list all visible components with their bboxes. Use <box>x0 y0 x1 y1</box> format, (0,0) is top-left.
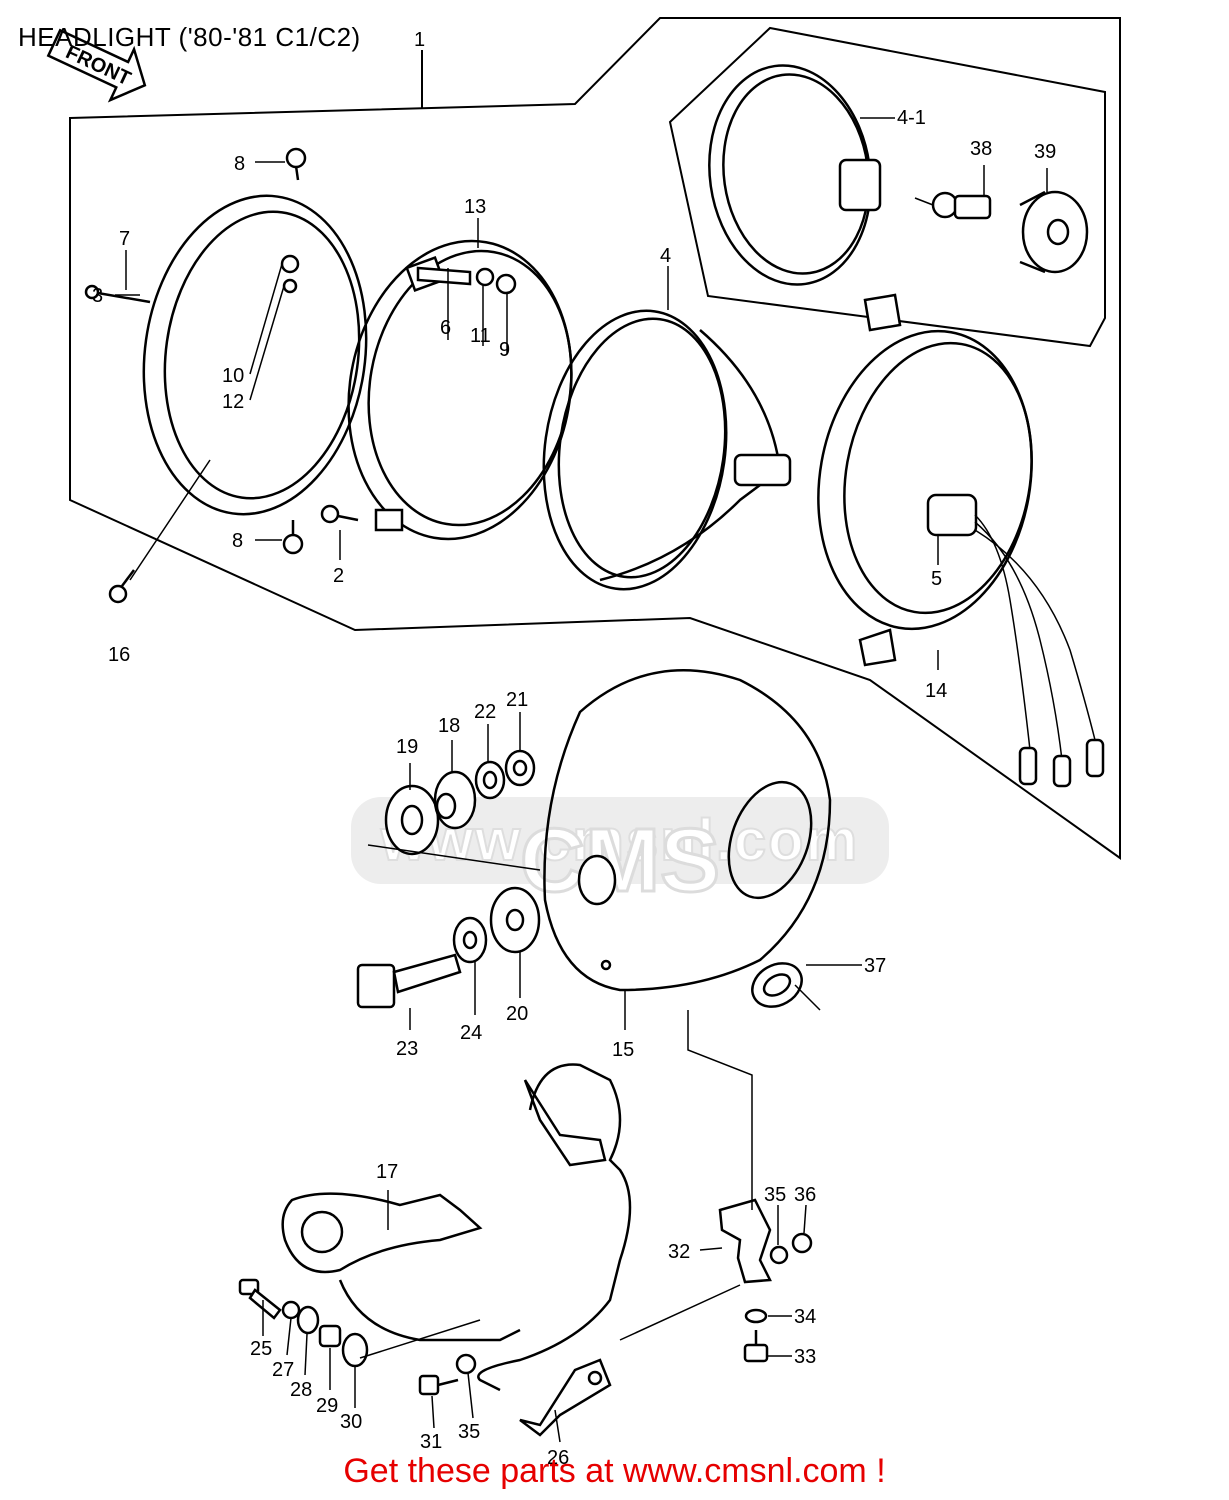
screw-2 <box>320 504 359 524</box>
label-24: 24 <box>460 1022 482 1044</box>
bulb-subassembly-outline <box>668 26 1106 348</box>
nut-10 <box>280 254 300 274</box>
rim-ring <box>142 194 368 516</box>
label-6: 6 <box>440 317 451 339</box>
label-36: 36 <box>794 1184 816 1206</box>
label-39: 39 <box>1034 141 1056 163</box>
label-29: 29 <box>316 1395 338 1417</box>
label-19: 19 <box>396 736 418 758</box>
bulb-cap <box>1019 190 1089 274</box>
washer-27 <box>281 1300 301 1320</box>
label-15: 15 <box>612 1039 634 1061</box>
adjusting-spring <box>416 266 472 286</box>
washer-11 <box>475 267 495 287</box>
headlight-shell <box>543 669 832 992</box>
label-27: 27 <box>272 1359 294 1381</box>
label-10: 10 <box>222 365 244 387</box>
grommet-20 <box>489 886 541 954</box>
label-38: 38 <box>970 138 992 160</box>
washer-22 <box>474 760 506 800</box>
label-22: 22 <box>474 701 496 723</box>
screw-8-bottom <box>282 520 304 555</box>
label-1: 1 <box>414 29 425 51</box>
label-9: 9 <box>499 339 510 361</box>
page-title: HEADLIGHT ('80-'81 C1/C2) <box>18 22 361 52</box>
label-23: 23 <box>396 1038 418 1060</box>
label-20: 20 <box>506 1003 528 1025</box>
label-37: 37 <box>864 955 886 977</box>
label-32: 32 <box>668 1241 690 1263</box>
label-35-bottom: 35 <box>458 1421 480 1443</box>
reflector-unit <box>708 64 882 286</box>
nut-36 <box>791 1232 813 1254</box>
label-8-top: 8 <box>234 153 245 175</box>
label-4: 4 <box>660 245 671 267</box>
label-17: 17 <box>376 1161 398 1183</box>
label-3: 3 <box>92 285 103 307</box>
grommet-37 <box>751 962 803 1008</box>
light-unit <box>817 293 1105 788</box>
label-14: 14 <box>925 680 947 702</box>
screw-16 <box>108 569 135 604</box>
washer-24 <box>452 916 488 964</box>
bolt-31 <box>418 1374 459 1396</box>
assembly-outline <box>69 17 1121 860</box>
screw-7 <box>84 284 151 304</box>
screw-8-top <box>285 147 307 181</box>
label-33: 33 <box>794 1346 816 1368</box>
headlight-bracket <box>281 1063 632 1392</box>
washer-28 <box>296 1305 320 1335</box>
bracket-32 <box>718 1198 772 1284</box>
collar-18 <box>433 770 477 830</box>
nut-9 <box>495 273 517 295</box>
label-30: 30 <box>340 1411 362 1433</box>
bolt-23 <box>356 953 462 1009</box>
bracket-26 <box>519 1358 612 1437</box>
grommet-19 <box>384 784 440 856</box>
watermark-logo: CMS <box>519 810 722 913</box>
label-7: 7 <box>119 228 130 250</box>
label-34: 34 <box>794 1306 816 1328</box>
headlight-lens <box>542 309 792 591</box>
bolt-33 <box>743 1330 769 1363</box>
part-labels: 1 2 3 4 4-1 5 6 7 8 8 9 10 11 12 13 14 1… <box>92 29 1056 1469</box>
label-12: 12 <box>222 391 244 413</box>
collar-29 <box>318 1324 342 1348</box>
washer-34 <box>744 1308 768 1324</box>
grommet-30 <box>341 1332 369 1368</box>
washer-12 <box>282 278 298 294</box>
leader-lines <box>115 117 1048 1443</box>
nut-21 <box>504 749 536 787</box>
label-18: 18 <box>438 715 460 737</box>
washer-35-bottom <box>455 1353 477 1375</box>
label-11: 11 <box>470 325 491 347</box>
label-5: 5 <box>931 568 942 590</box>
label-21: 21 <box>506 689 528 711</box>
label-25: 25 <box>250 1338 272 1360</box>
label-4-1: 4-1 <box>897 107 926 129</box>
label-13: 13 <box>464 196 486 218</box>
bulb <box>914 191 992 220</box>
washer-35-top <box>769 1245 789 1265</box>
footer-link-text[interactable]: Get these parts at www.cmsnl.com ! <box>343 1452 886 1490</box>
label-8-bottom: 8 <box>232 530 243 552</box>
label-16: 16 <box>108 644 130 666</box>
label-28: 28 <box>290 1379 312 1401</box>
bolt-25 <box>238 1278 282 1320</box>
label-2: 2 <box>333 565 344 587</box>
label-31: 31 <box>420 1431 442 1453</box>
label-26: 26 <box>547 1447 569 1469</box>
label-35-top: 35 <box>764 1184 786 1206</box>
